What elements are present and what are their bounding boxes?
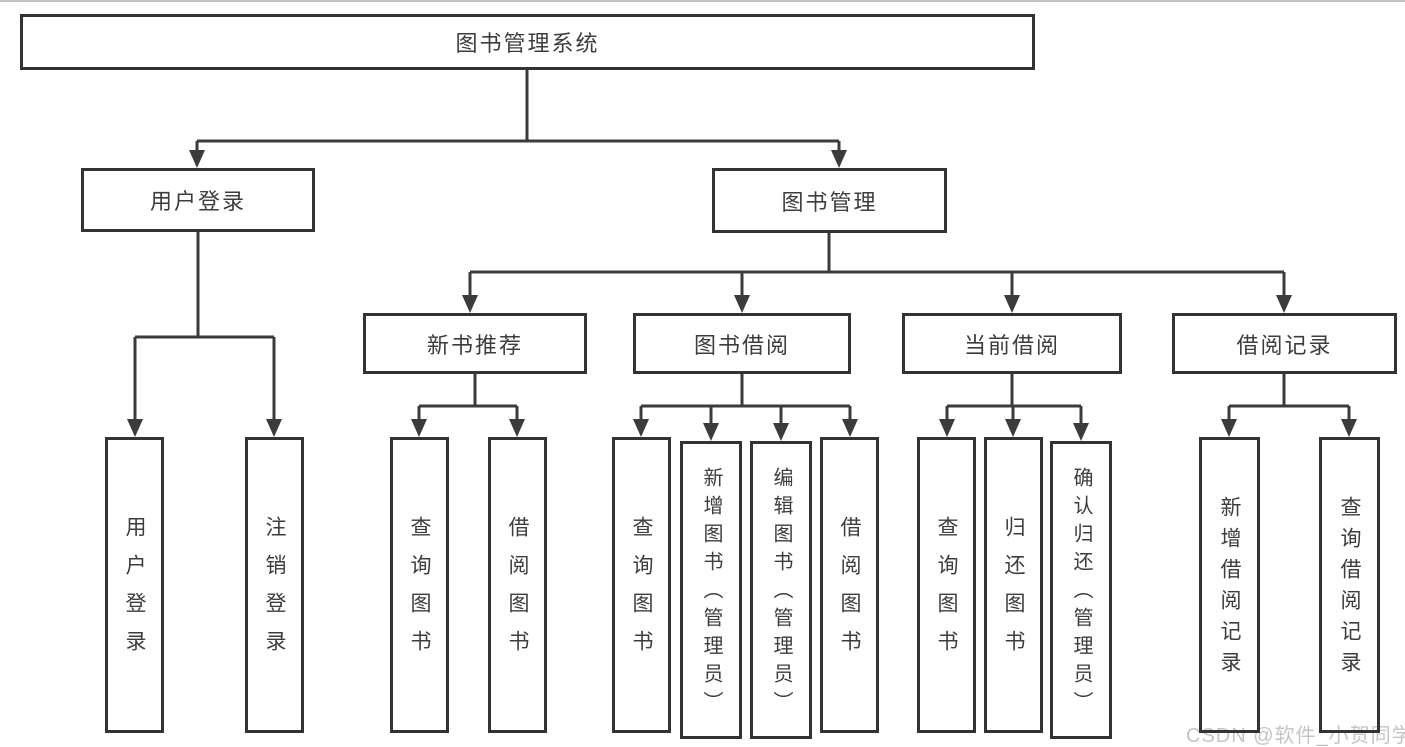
node-borrow-record: 借阅记录 <box>1172 313 1397 374</box>
leaf-borrow-book-1: 借阅图书 <box>488 437 547 733</box>
leaf-query-borrow-record: 查询借阅记录 <box>1319 437 1380 733</box>
node-book-manage: 图书管理 <box>712 168 947 233</box>
leaf-logout: 注销登录 <box>245 437 304 733</box>
node-book-borrow: 图书借阅 <box>633 313 851 374</box>
leaf-return-book: 归还图书 <box>984 437 1043 733</box>
tree-edges <box>133 70 1351 425</box>
leaf-add-book-admin: 新增图书（管理员） <box>680 441 742 739</box>
page-top-border <box>0 0 1405 2</box>
node-root: 图书管理系统 <box>20 14 1035 70</box>
leaf-confirm-return-admin: 确认归还（管理员） <box>1050 441 1112 739</box>
node-current-borrow: 当前借阅 <box>902 313 1122 374</box>
csdn-watermark: CSDN @软件_小贺同学 <box>1186 725 1405 747</box>
leaf-edit-book-admin: 编辑图书（管理员） <box>750 441 812 739</box>
leaf-borrow-book-2: 借阅图书 <box>820 437 879 733</box>
node-user-login: 用户登录 <box>81 168 315 232</box>
leaf-user-login: 用户登录 <box>105 437 164 733</box>
leaf-query-book-1: 查询图书 <box>390 437 449 733</box>
node-new-book-recommend: 新书推荐 <box>363 313 587 374</box>
leaf-add-borrow-record: 新增借阅记录 <box>1199 437 1260 733</box>
leaf-query-book-2: 查询图书 <box>612 437 671 733</box>
leaf-query-book-3: 查询图书 <box>917 437 976 733</box>
arrowheads <box>127 150 1357 441</box>
